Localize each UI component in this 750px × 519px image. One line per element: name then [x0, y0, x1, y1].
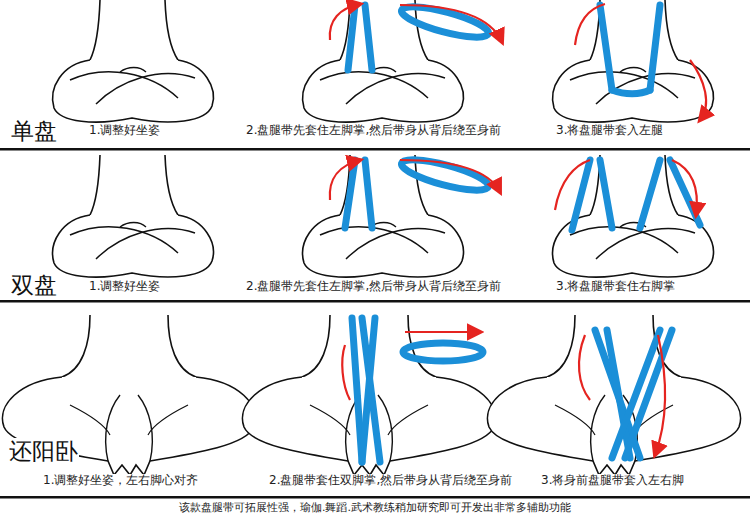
step-caption: 1.调整好坐姿 [88, 124, 161, 138]
step-caption: 1.调整好坐姿 [88, 280, 161, 294]
footer-caption: 该款盘腿带可拓展性强，瑜伽.舞蹈.武术教练稍加研究即可开发出非常多辅助功能 [178, 502, 572, 515]
step-caption: 1.调整好坐姿，左右脚心对齐 [42, 474, 199, 488]
step-caption: 2.盘腿带先套住左脚掌,然后带身从背后绕至身前 [245, 124, 502, 138]
row-name: 单盘 [10, 118, 58, 144]
step-caption: 2.盘腿带套住双脚掌,然后带身从背后绕至身前 [268, 474, 513, 488]
step-caption: 3.将盘腿带套入左腿 [555, 124, 664, 138]
step-caption: 3.将身前盘腿带套入左右脚 [540, 474, 685, 488]
step-caption: 3.将盘腿带套住右脚掌 [555, 280, 676, 294]
row-name: 还阳卧 [8, 438, 79, 464]
row-name: 双盘 [10, 272, 58, 298]
step-caption: 2.盘腿带先套住左脚掌,然后带身从背后绕至身前 [245, 280, 502, 294]
